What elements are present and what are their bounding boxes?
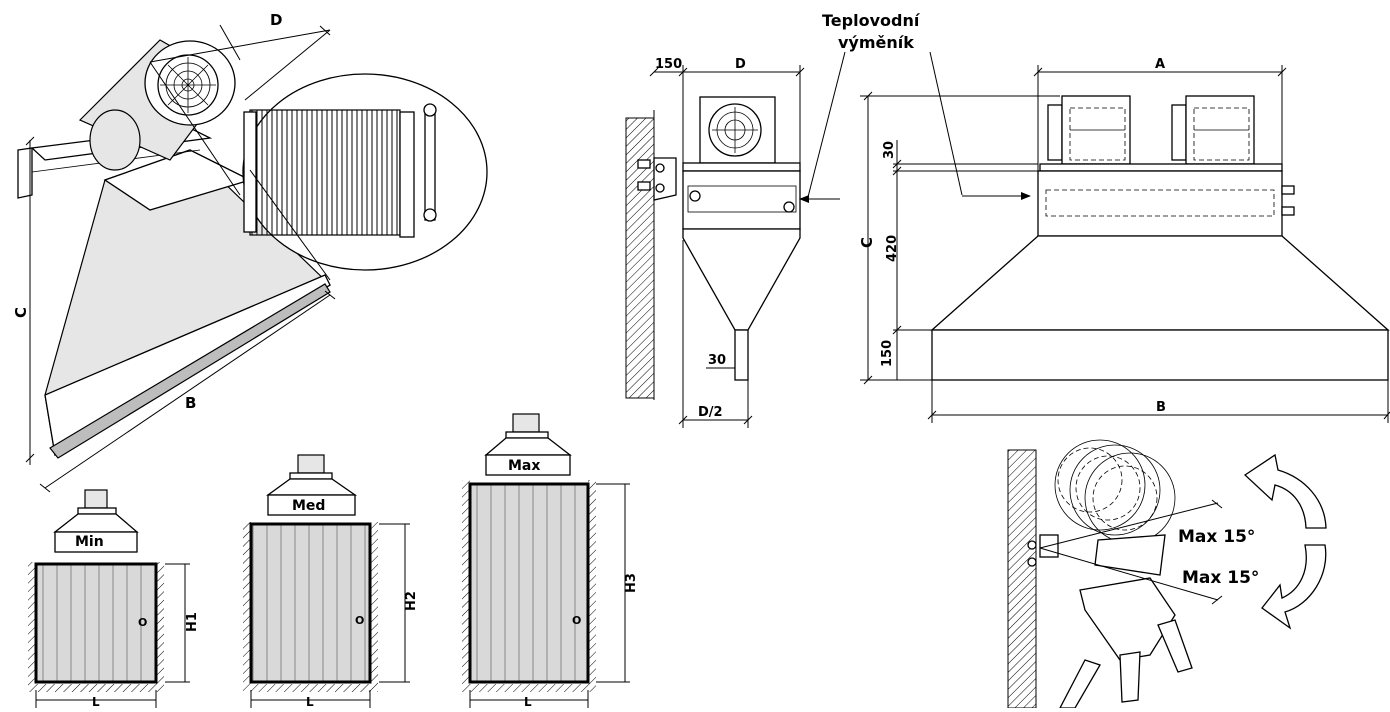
- side-label-30: 30: [708, 353, 726, 368]
- tilt-arrow-down: [1261, 544, 1327, 630]
- exchanger-fins: [249, 109, 401, 236]
- heat-exchanger-label-line2: výměník: [838, 33, 914, 52]
- iso-dim-B-line: [44, 294, 331, 489]
- side-label-D: D: [735, 57, 746, 72]
- fan-motor: [89, 109, 141, 171]
- front-label-A: A: [1155, 57, 1165, 72]
- tilt-label-down: Max 15°: [1182, 568, 1259, 588]
- wall-bracket: [17, 147, 33, 199]
- front-exchanger: [1037, 170, 1283, 237]
- side-label-150: 150: [655, 57, 682, 72]
- side-hopper: [682, 228, 801, 331]
- callout-line-front: [929, 51, 963, 196]
- front-label-150: 150: [880, 340, 895, 367]
- tilt-view: Max 15° Max 15°: [1007, 439, 1327, 709]
- door-max-H3: H3: [624, 573, 639, 593]
- iso-dim-D-line: [149, 29, 331, 63]
- door-med-L: L: [306, 695, 314, 708]
- front-view: A C 30 420 150 B: [858, 57, 1390, 423]
- door-max-L: L: [524, 695, 532, 708]
- tilt-exchanger: [1094, 534, 1166, 576]
- door-min-o: O: [138, 616, 147, 629]
- side-nozzle: [734, 329, 749, 381]
- tilt-arrow-up: [1243, 453, 1327, 529]
- door-max: [468, 482, 590, 684]
- door-med: [249, 522, 372, 684]
- iso-label-B: B: [185, 394, 196, 412]
- iso-label-D: D: [270, 11, 282, 29]
- door-med-H2: H2: [404, 591, 419, 611]
- door-med-o: O: [355, 614, 364, 627]
- isometric-view: D C B: [12, 11, 488, 493]
- tilt-label-up: Max 15°: [1178, 527, 1255, 547]
- variant-min: Min O H1 L: [28, 489, 200, 709]
- side-view: 150 D 30 D/2: [625, 57, 840, 428]
- front-hood-skirt: [931, 329, 1389, 381]
- tilt-hopper: [1079, 577, 1176, 661]
- variant-med: Med O H2 L: [243, 454, 419, 709]
- side-exchanger-box: [682, 170, 801, 230]
- front-label-30: 30: [882, 141, 897, 159]
- callout-line-side: [807, 51, 846, 198]
- front-label-B: B: [1156, 400, 1166, 415]
- front-label-C: C: [858, 237, 876, 248]
- hood-bottom-edge: [49, 283, 331, 459]
- door-min-L: L: [92, 695, 100, 708]
- size-max-label: Max: [508, 458, 540, 474]
- door-min: [34, 562, 158, 684]
- heat-exchanger-label-line1: Teplovodní: [822, 11, 921, 30]
- front-hood: [930, 235, 1390, 331]
- side-label-D2: D/2: [698, 405, 723, 420]
- door-max-o: O: [572, 614, 581, 627]
- size-min-label: Min: [75, 534, 104, 550]
- tilt-wall: [1007, 449, 1037, 709]
- size-med-label: Med: [292, 498, 325, 514]
- front-label-420: 420: [885, 235, 900, 262]
- variant-max: Max O H3 L: [462, 413, 639, 709]
- iso-label-C: C: [12, 307, 30, 318]
- door-min-H1: H1: [185, 612, 200, 632]
